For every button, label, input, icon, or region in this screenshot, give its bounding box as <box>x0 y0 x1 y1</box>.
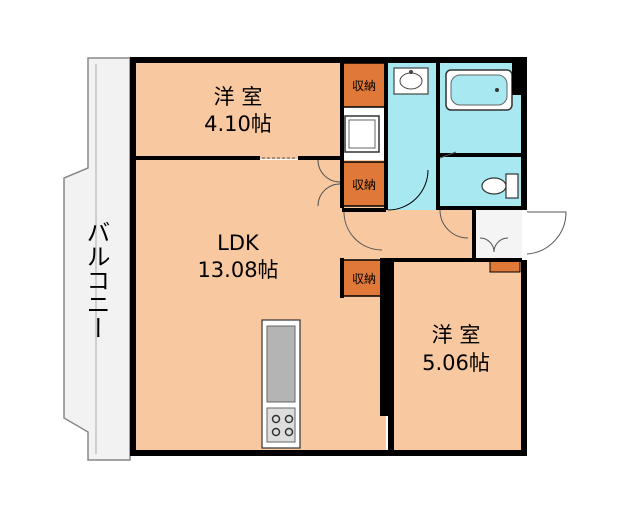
balcony-label: バルコニー <box>82 220 110 340</box>
toilet-icon <box>481 173 519 199</box>
storage-ldk-label: 収納 <box>352 272 376 286</box>
kitchen-counter <box>261 319 301 449</box>
western-room-top-size: 4.10帖 <box>204 112 272 136</box>
western-room-right-floor <box>392 260 522 451</box>
ldk-size: 13.08帖 <box>197 258 278 282</box>
western-room-top-floor <box>136 63 342 159</box>
doors <box>262 151 567 400</box>
storage-mid-label: 収納 <box>352 178 376 192</box>
western-room-top-name: 洋 室 <box>214 85 263 109</box>
hallway-floor <box>342 210 472 260</box>
bathtub-icon <box>445 69 513 111</box>
storage-ldk: 収納 <box>341 259 387 297</box>
western-room-right-size: 5.06帖 <box>422 351 490 375</box>
stove-icon <box>271 414 294 437</box>
storage-mid: 収納 <box>341 161 387 207</box>
washing-machine-icon <box>344 115 380 153</box>
storage-top: 収納 <box>341 62 387 108</box>
storage-top-label: 収納 <box>352 79 376 93</box>
ldk-name: LDK <box>217 231 260 255</box>
washbasin-icon <box>393 67 429 95</box>
western-room-right-name: 洋 室 <box>432 323 481 347</box>
entrance-floor <box>472 210 522 260</box>
